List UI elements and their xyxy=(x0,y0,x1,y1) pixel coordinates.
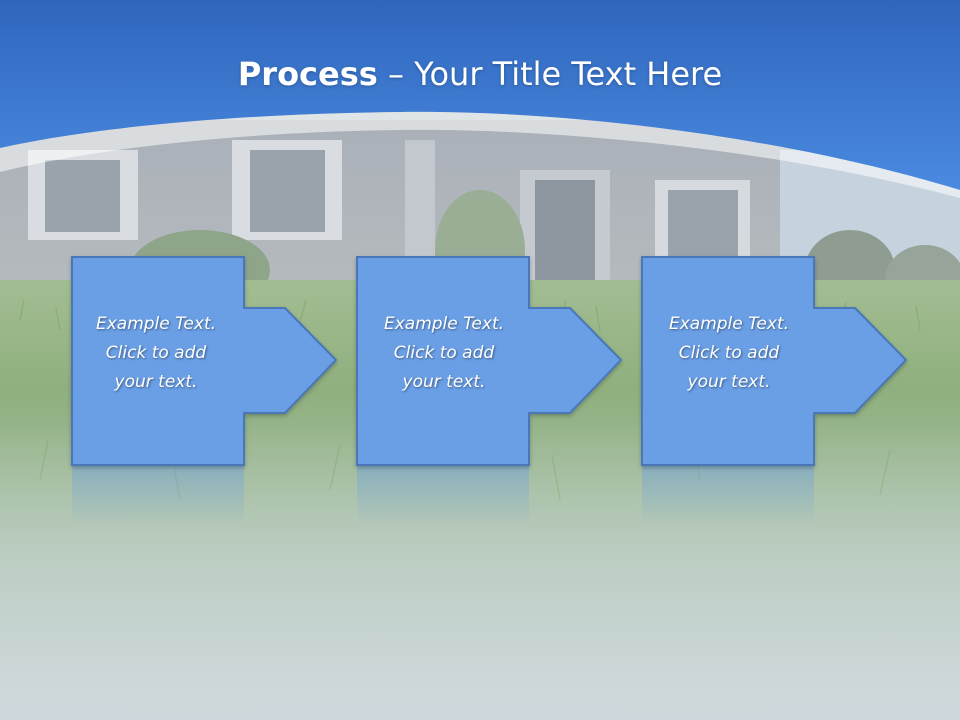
step-1-text[interactable]: Example Text. Click to add your text. xyxy=(95,314,217,392)
step-2-shape[interactable] xyxy=(356,256,623,466)
step-3-text[interactable]: Example Text. Click to add your text. xyxy=(668,314,790,392)
step-3-reflection xyxy=(642,466,814,526)
title-bold: Process xyxy=(237,55,378,93)
step-1-reflection xyxy=(72,466,244,526)
slide-title[interactable]: Process – Your Title Text Here xyxy=(0,52,960,96)
step-3-shape[interactable] xyxy=(641,256,908,466)
step-1-shape[interactable] xyxy=(71,256,338,466)
title-rest: – Your Title Text Here xyxy=(377,55,723,93)
step-2-text[interactable]: Example Text. Click to add your text. xyxy=(383,314,505,392)
step-2-reflection xyxy=(357,466,529,526)
